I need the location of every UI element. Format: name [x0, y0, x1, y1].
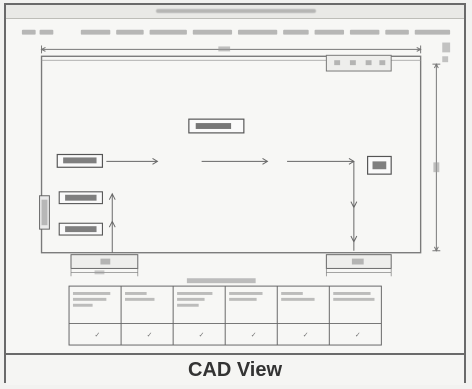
image-frame: ✓ ✓ ✓ ✓ ✓ ✓ CAD View: [4, 3, 466, 385]
center-label-box: [188, 118, 245, 134]
top-right-box: [325, 54, 392, 72]
bottom-right-box: [325, 254, 392, 277]
top-strip-text: [156, 9, 316, 13]
table-tick: ✓: [355, 331, 361, 339]
top-dimension-line: [40, 45, 422, 54]
flow-row: [56, 153, 392, 251]
caption-bar: CAD View: [6, 353, 464, 385]
summary-table: [68, 285, 382, 346]
table-tick: ✓: [199, 331, 205, 339]
top-strip: [6, 5, 464, 19]
bottom-left-box: [70, 254, 139, 277]
table-tick: ✓: [303, 331, 309, 339]
table-header-text: [72, 292, 375, 307]
main-outline: [40, 55, 422, 254]
table-title: [186, 278, 256, 284]
table-tick: ✓: [251, 331, 257, 339]
cad-drawing: ✓ ✓ ✓ ✓ ✓ ✓: [21, 29, 451, 346]
header-labels: [21, 29, 451, 35]
table-ticks: ✓ ✓ ✓ ✓ ✓ ✓: [95, 331, 361, 339]
table-tick: ✓: [95, 331, 101, 339]
caption-text: CAD View: [187, 358, 283, 381]
down-arrows: [350, 201, 358, 244]
table-tick: ✓: [147, 331, 153, 339]
right-dimension-line: [432, 42, 451, 252]
left-stack: [39, 191, 116, 253]
